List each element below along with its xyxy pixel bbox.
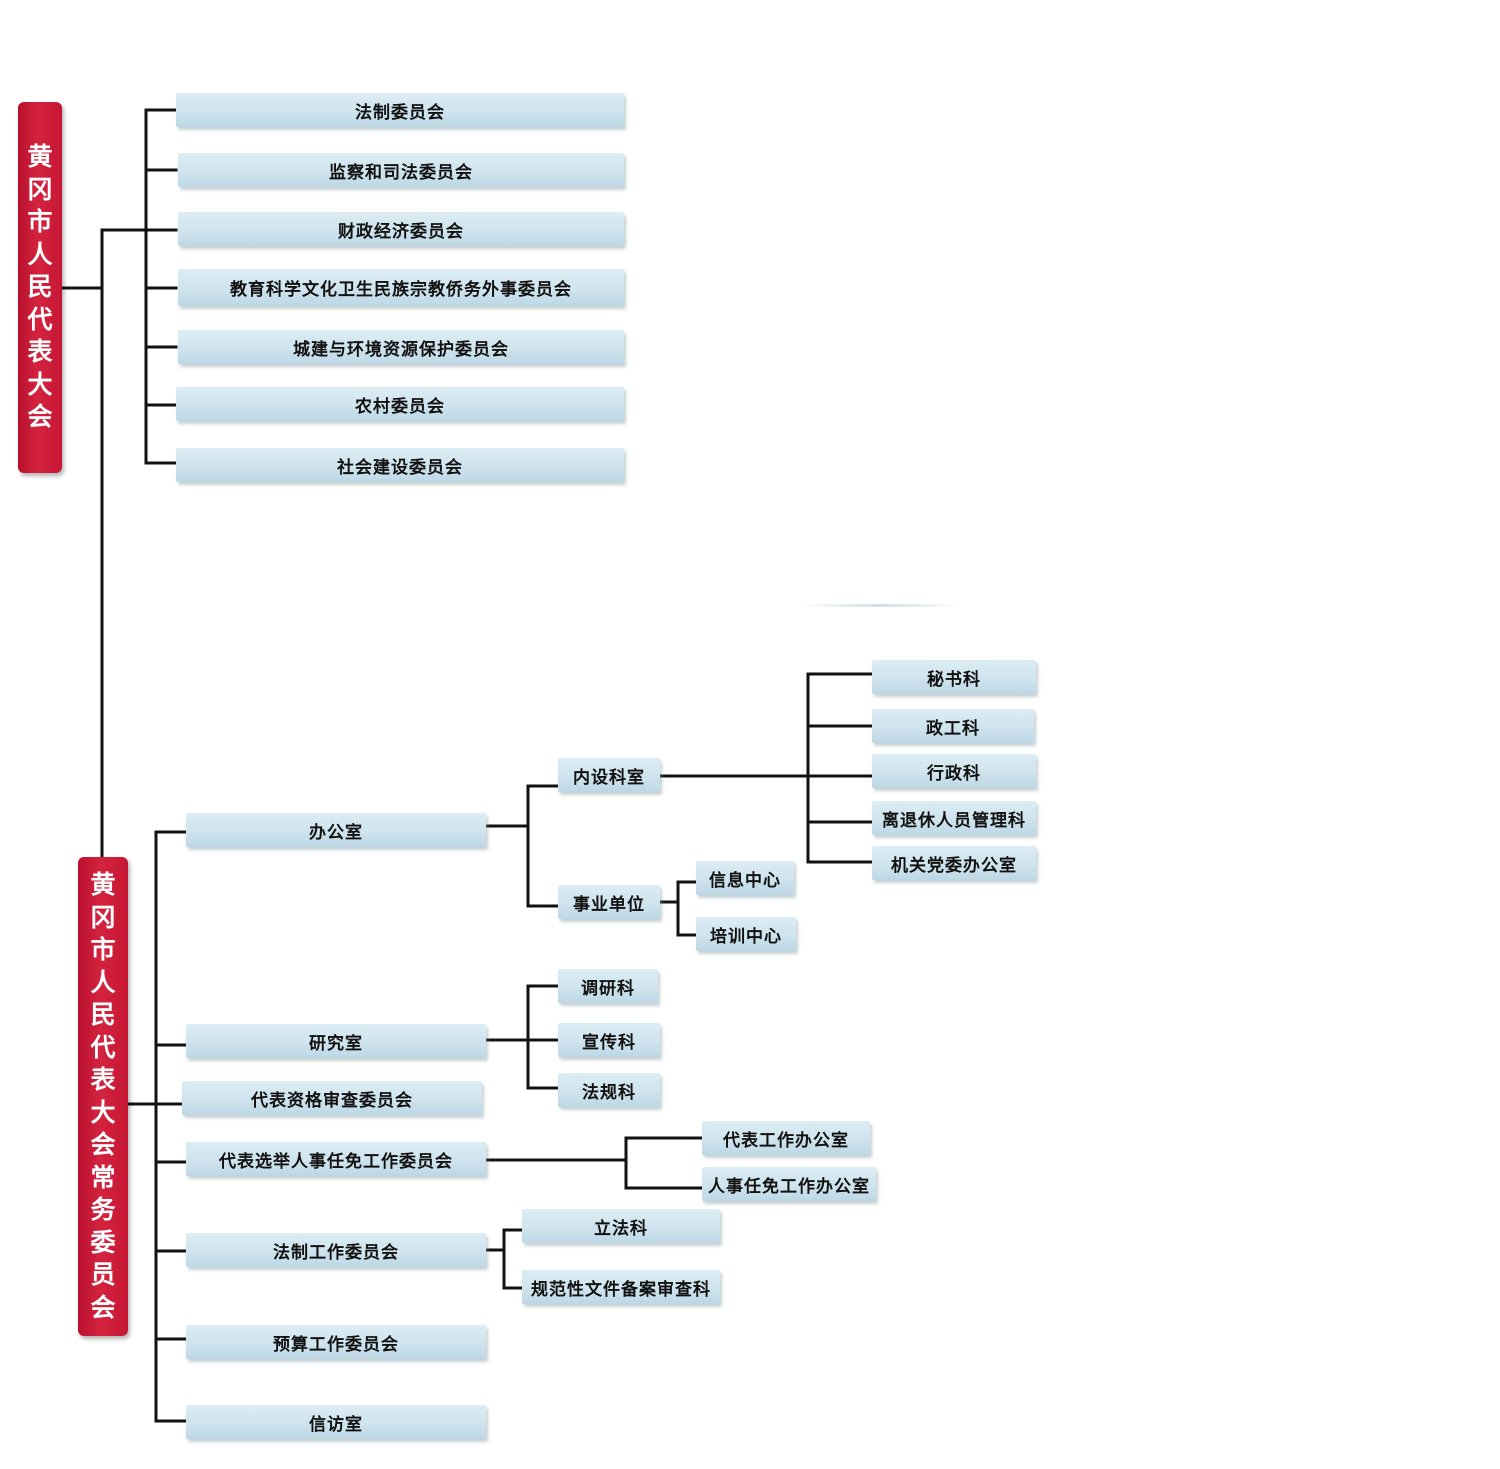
committee-box: 财政经济委员会 [178,212,624,246]
office-box: 人事任免工作办公室 [702,1167,876,1201]
committee-box: 监察和司法委员会 [178,153,624,187]
congress-title: 黄 冈 市 人 民 代 表 大 会 [18,102,62,473]
committee-box: 教育科学文化卫生民族宗教侨务外事委员会 [178,269,624,306]
department-box: 预算工作委员会 [186,1325,486,1359]
section-box: 机关党委办公室 [872,846,1036,880]
section-box: 离退休人员管理科 [872,801,1036,835]
department-box: 办公室 [186,813,486,847]
department-box: 信访室 [186,1405,486,1439]
section-box: 秘书科 [872,660,1036,694]
section-box: 调研科 [558,969,658,1003]
standing-committee-title: 黄 冈 市 人 民 代 表 大 会 常 务 委 员 会 [78,857,128,1336]
faint-divider [800,604,962,607]
office-box: 代表工作办公室 [702,1121,870,1155]
office-group-box: 事业单位 [558,885,660,919]
section-box: 行政科 [872,754,1036,788]
section-box: 立法科 [522,1209,720,1243]
institution-box: 信息中心 [696,861,794,895]
committee-box: 法制委员会 [176,93,624,127]
committee-box: 社会建设委员会 [176,448,624,482]
section-box: 法规科 [558,1073,660,1107]
section-box: 规范性文件备案审查科 [522,1270,720,1304]
committee-box: 城建与环境资源保护委员会 [178,330,624,364]
committee-box: 农村委员会 [176,387,624,421]
department-box: 法制工作委员会 [186,1233,486,1267]
department-box: 代表选举人事任免工作委员会 [186,1142,486,1176]
office-group-box: 内设科室 [558,758,660,792]
section-box: 宣传科 [558,1023,660,1057]
institution-box: 培训中心 [696,917,796,951]
section-box: 政工科 [872,709,1034,743]
department-box: 研究室 [186,1024,486,1058]
department-box: 代表资格审查委员会 [182,1081,482,1115]
